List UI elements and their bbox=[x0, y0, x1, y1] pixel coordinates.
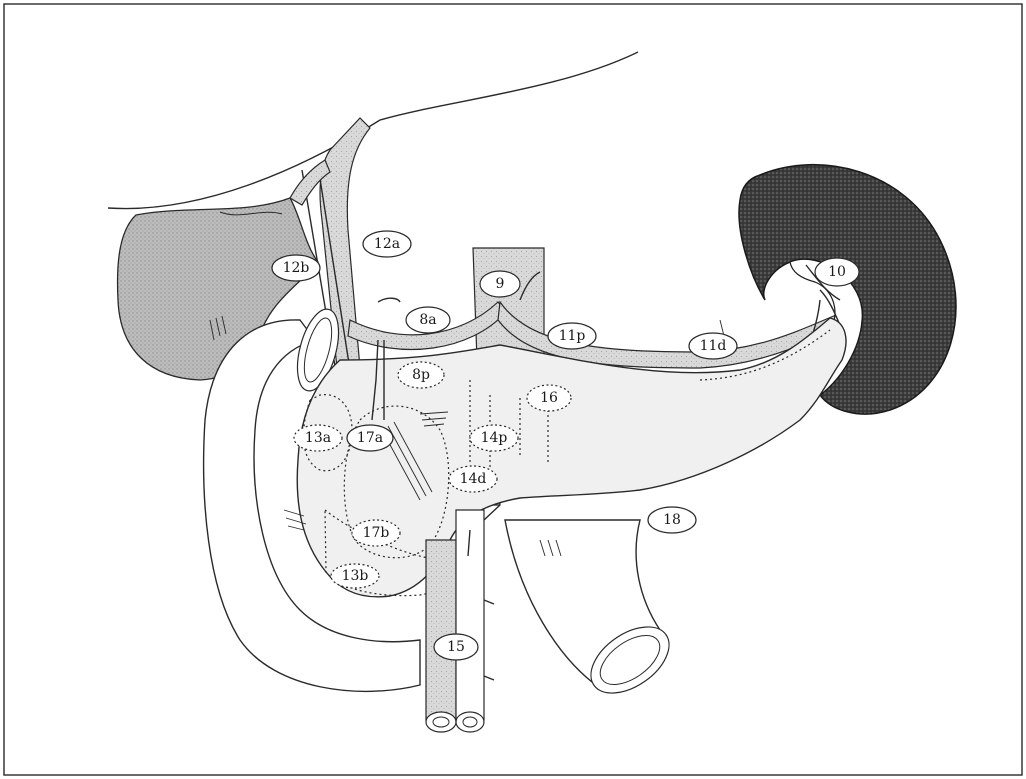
label-16: 16 bbox=[527, 385, 571, 411]
label-17b: 17b bbox=[352, 520, 400, 546]
label-9-text: 9 bbox=[496, 276, 505, 292]
label-13b-text: 13b bbox=[342, 568, 369, 584]
label-12a-text: 12a bbox=[374, 236, 400, 252]
label-12b: 12b bbox=[272, 255, 320, 281]
label-11p-text: 11p bbox=[559, 328, 586, 344]
label-13b: 13b bbox=[331, 564, 379, 588]
label-18: 18 bbox=[648, 507, 696, 533]
smv-cut-end bbox=[426, 712, 456, 732]
label-18-text: 18 bbox=[663, 512, 681, 528]
superior-mesenteric-vein bbox=[426, 540, 456, 720]
gda-stub bbox=[378, 298, 400, 302]
label-10: 10 bbox=[815, 258, 859, 286]
label-14d: 14d bbox=[449, 466, 497, 492]
label-17b-text: 17b bbox=[363, 525, 390, 541]
label-15-text: 15 bbox=[447, 639, 465, 655]
liver-outline bbox=[108, 52, 638, 209]
label-8p-text: 8p bbox=[412, 367, 430, 383]
label-10-text: 10 bbox=[828, 264, 846, 280]
label-13a-text: 13a bbox=[305, 430, 331, 446]
label-11d: 11d bbox=[689, 333, 737, 359]
sma-cut-end bbox=[456, 712, 484, 732]
label-8a: 8a bbox=[406, 307, 450, 333]
label-17a-text: 17a bbox=[357, 430, 383, 446]
label-17a: 17a bbox=[347, 425, 393, 451]
label-11d-text: 11d bbox=[700, 338, 727, 354]
label-14d-text: 14d bbox=[460, 471, 487, 487]
superior-mesenteric-artery bbox=[456, 510, 484, 720]
label-8p: 8p bbox=[398, 362, 444, 388]
label-12b-text: 12b bbox=[283, 260, 310, 276]
label-16-text: 16 bbox=[540, 390, 558, 406]
label-11p: 11p bbox=[548, 323, 596, 349]
label-13a: 13a bbox=[294, 425, 342, 451]
label-15: 15 bbox=[434, 634, 478, 660]
label-9: 9 bbox=[480, 271, 520, 297]
label-12a: 12a bbox=[363, 231, 411, 257]
label-14p: 14p bbox=[470, 425, 518, 451]
label-8a-text: 8a bbox=[419, 312, 436, 328]
label-14p-text: 14p bbox=[481, 430, 508, 446]
